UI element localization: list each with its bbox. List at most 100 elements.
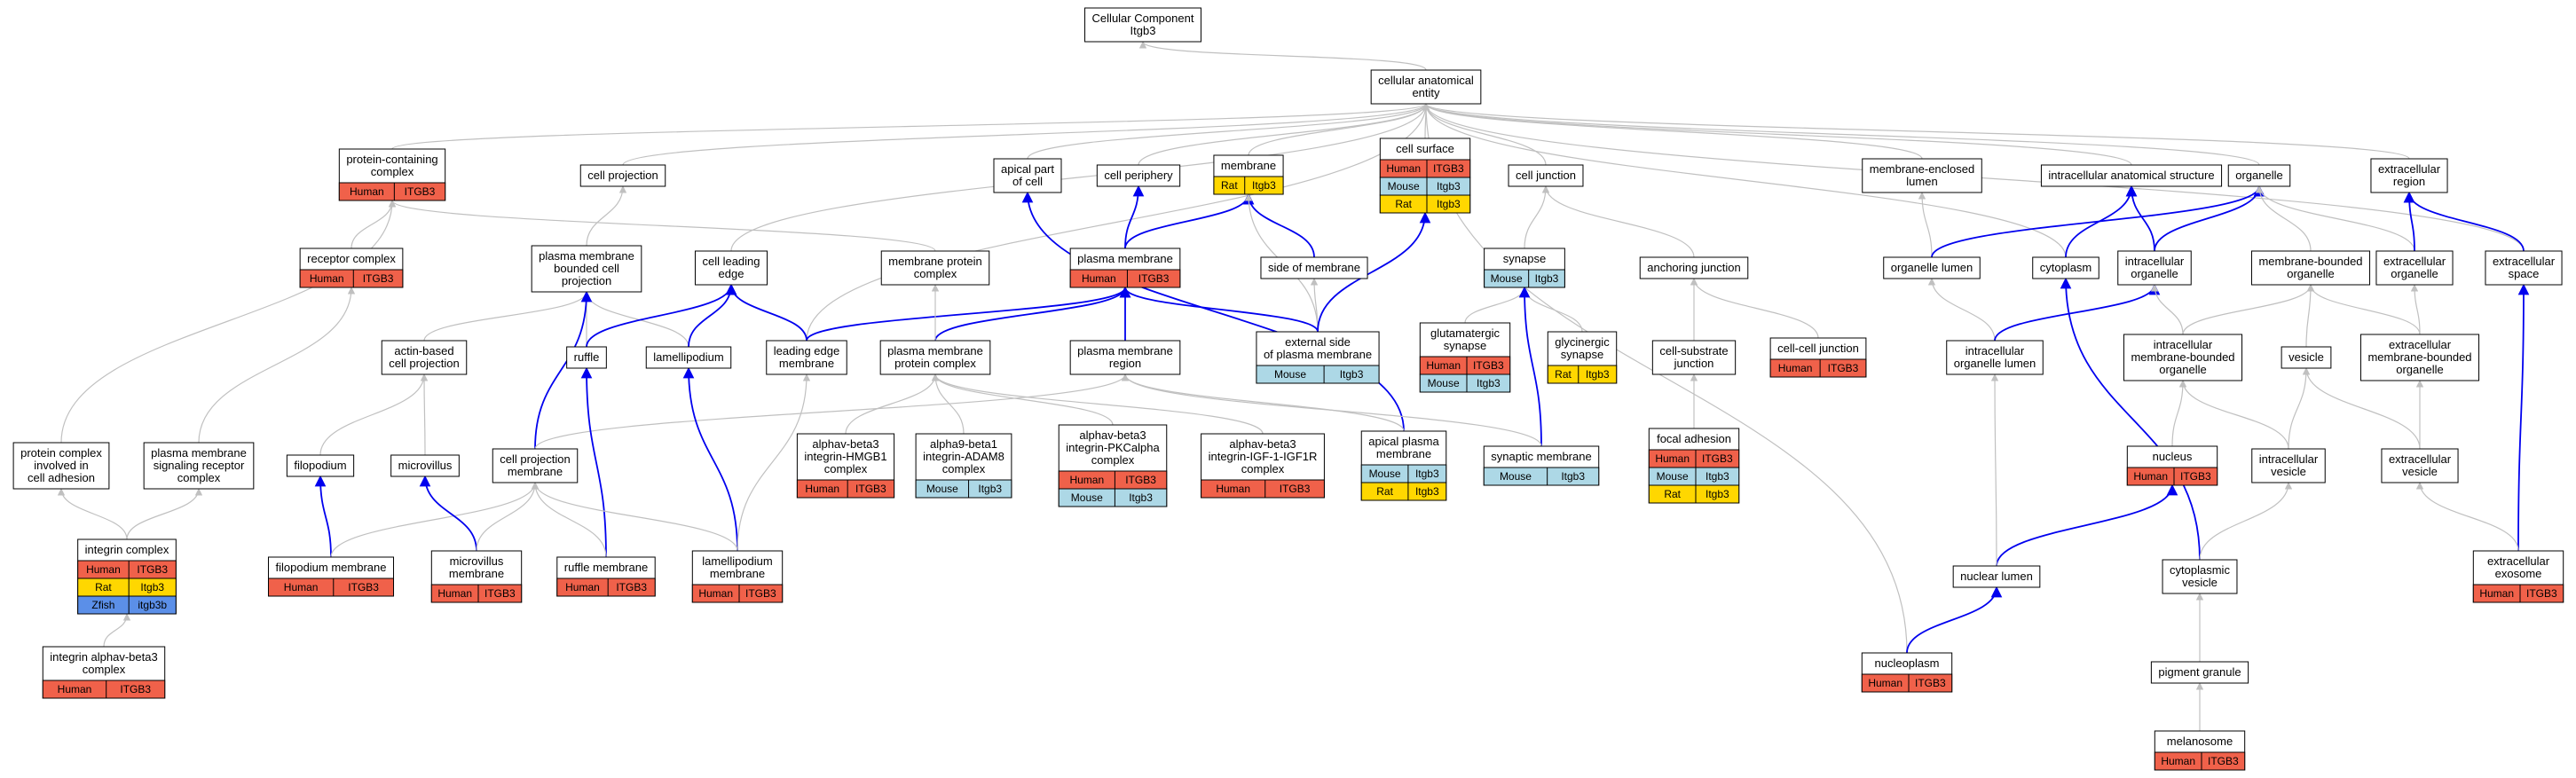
node-label: alpha9-beta1 [930,437,997,451]
edge-vesicle-to-mbo [2305,284,2315,348]
gene-symbol: ITGB3 [348,581,379,593]
edge-synm-to-pmr [1121,373,1542,447]
gene-symbol: Itgb3 [1477,377,1501,389]
edge-som-to-membrane [1242,193,1315,258]
node-label: Cellular Component [1092,12,1194,25]
node-label: side of membrane [1268,261,1360,274]
edge-synapse-to-cjunc [1524,185,1550,249]
node-label: plasma membrane [887,344,983,358]
species-row [430,584,523,603]
edge-cjunc-to-cae [1422,103,1547,166]
edge-rm-to-cpm [531,482,607,558]
gene-symbol: Itgb3 [1415,468,1439,480]
edge-cpm-to-pmbcp [534,290,593,450]
edge-cproj-to-cae [622,103,1430,166]
edge-filopodium-to-abcp [319,373,429,456]
gene-symbol: ITGB3 [855,483,886,495]
edge-espm-to-pm [1119,286,1319,333]
node-label: pigment granule [2158,665,2241,679]
species-name: Mouse [1657,470,1689,483]
node-label: receptor complex [307,252,396,265]
gene-symbol: Itgb3 [1129,491,1153,504]
gene-symbol: ITGB3 [1828,362,1859,374]
species-name: Human [284,581,319,593]
node-label: organelle lumen [1891,261,1973,274]
node-label: leading edge [774,344,839,358]
species-name: Human [437,587,472,600]
species-name: Human [1386,162,1421,175]
gene-symbol: ITGB3 [484,587,516,600]
node-label: organelle [2391,267,2438,280]
node-label: melanosome [2167,735,2233,748]
node-label: membrane [508,465,563,478]
gene-symbol: ITGB3 [137,563,168,576]
species-name: Human [1655,452,1690,465]
edge-mvm-to-cpm [476,482,540,552]
gene-symbol: Itgb3 [1437,198,1461,210]
node-label: of cell [1012,175,1043,188]
node-label: involved in [34,459,88,472]
node-label: nucleoplasm [1875,656,1940,670]
node-label: complex [371,165,414,178]
node-label: extracellular [2383,255,2446,268]
node-label: cell-cell junction [1777,342,1859,355]
node-label: cell junction [1516,169,1576,182]
edge-abcp-to-pmbcp [423,291,591,342]
gene-symbol: Itgb3 [1415,485,1439,498]
gene-symbol: ITGB3 [2208,755,2239,767]
edge-iol-to-olumen [1927,278,1996,342]
species-name: Human [310,272,344,285]
gene-symbol: ITGB3 [2526,587,2557,600]
species-name: Rat [1376,485,1393,498]
edge-ruffle-to-cledge [586,283,737,348]
node-label: ruffle membrane [564,561,648,574]
edge-ccj-to-ajunc [1690,278,1819,339]
node-label: complex [914,267,957,280]
edge-pcc-to-cae [391,103,1430,150]
edge-espm-to-csurf [1317,211,1431,333]
node-cjunc: cell junction [1508,164,1584,187]
node-label: entity [1412,86,1440,99]
node-label: complex [824,462,868,475]
species-name: Human [2161,755,2195,767]
node-label: integrin-IGF-1-IGF1R [1209,450,1318,463]
node-label: plasma membrane [151,446,247,460]
edge-cpm-to-pmr [534,373,1130,450]
gene-symbol: ITGB3 [1138,272,1170,285]
node-label: extracellular [2493,255,2556,268]
species-name: Rat [95,581,112,593]
node-label: space [2509,267,2540,280]
edge-icomplex-to-pcica [57,488,128,540]
node-label: actin-based [394,344,453,358]
node-label: plasma membrane [1077,344,1173,358]
edge-ias-to-cae [1422,103,2132,166]
node-label: membrane-enclosed [1870,162,1975,176]
edge-exo-to-ecspace [2517,283,2530,552]
species-row [2472,584,2564,603]
species-name: Human [86,563,121,576]
node-microvillus: microvillus [390,454,460,477]
edge-glusyn-to-synapse [1464,287,1529,324]
node-label: protein complex [894,357,976,370]
species-row [1058,488,1168,507]
node-label: organelle [2159,363,2207,376]
edge-abpkc-to-pmpc [931,373,1114,426]
node-label: intracellular [2259,452,2319,466]
node-lamellipodium: lamellipodium [645,346,732,369]
